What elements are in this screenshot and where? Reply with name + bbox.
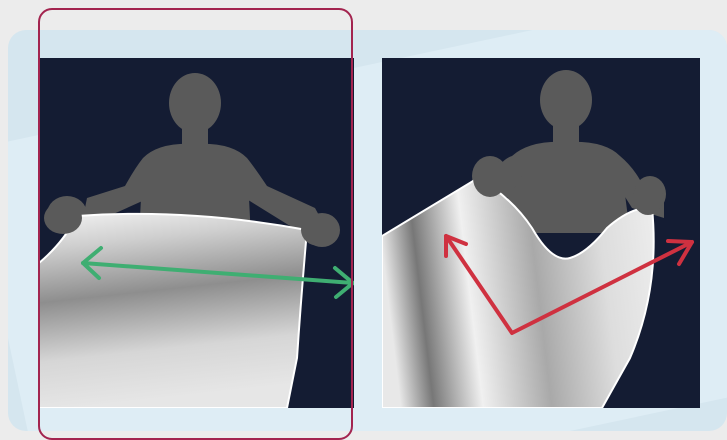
option-fold-diagonal[interactable] [382,58,700,408]
stretch-illustration [39,58,354,408]
fold-illustration [382,58,700,408]
sheet-shape [39,214,307,408]
option-stretch-horizontal[interactable] [39,58,354,408]
